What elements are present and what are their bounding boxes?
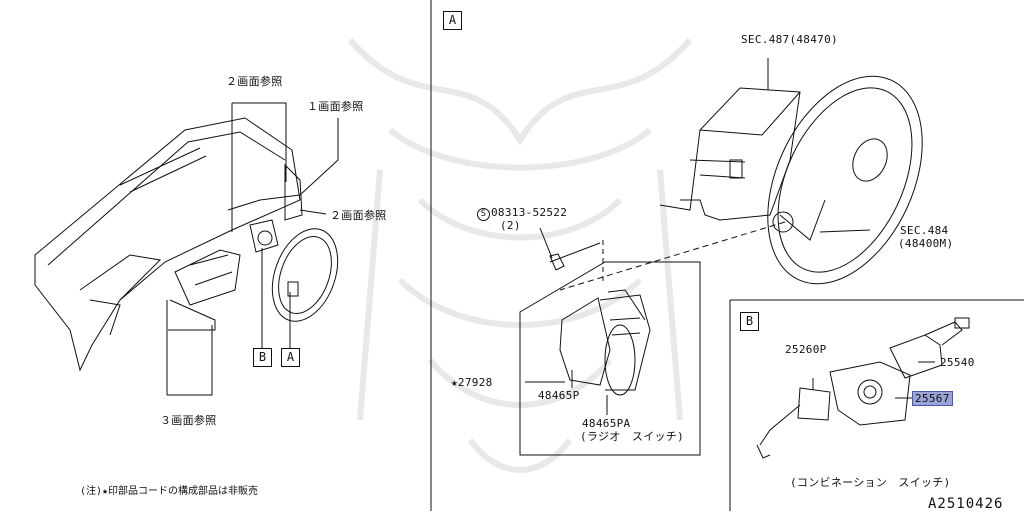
section-box-b: B	[740, 312, 759, 331]
assembly-dash	[559, 221, 786, 291]
ref-callout-2-right: ２画面参照	[330, 209, 387, 222]
diagram-code: A2510426	[928, 496, 1004, 512]
dashboard-outline	[34, 117, 339, 372]
leader-lines-left	[166, 102, 339, 396]
ref-callout-3: ３画面参照	[160, 414, 217, 427]
ref-callout-2-top: ２画面参照	[226, 75, 283, 88]
column-cover	[659, 58, 801, 221]
part-48465pa-desc: (ラジオ スイッチ)	[580, 430, 685, 443]
part-25260p: 25260P	[785, 343, 827, 356]
part-25540: 25540	[940, 356, 975, 369]
combination-switch-label: (コンビネーション スイッチ)	[790, 476, 951, 489]
part-sec487: SEC.487(48470)	[741, 33, 838, 46]
part-27928: ★27928	[451, 376, 493, 389]
radio-switch-box	[519, 261, 701, 456]
screw-part-number: 08313-52522	[491, 206, 568, 219]
part-48465p: 48465P	[538, 389, 580, 402]
part-sec484: SEC.484	[900, 224, 949, 237]
screw-symbol: S	[477, 208, 490, 221]
part-25567-highlighted[interactable]: 25567	[912, 391, 953, 406]
screw	[539, 227, 601, 271]
steering-wheel	[767, 75, 923, 285]
part-48465pa: 48465PA	[582, 417, 631, 430]
footnote: (注)★印部品コードの構成部品は非販売	[80, 486, 259, 497]
view-box-b: B	[253, 348, 272, 367]
section-box-a: A	[443, 11, 462, 30]
ref-callout-1: １画面参照	[307, 100, 364, 113]
part-sec484-sub: (48400M)	[898, 237, 954, 250]
combination-switch-box	[729, 299, 1024, 511]
screw-qty: (2)	[500, 219, 521, 232]
view-box-a: A	[281, 348, 300, 367]
